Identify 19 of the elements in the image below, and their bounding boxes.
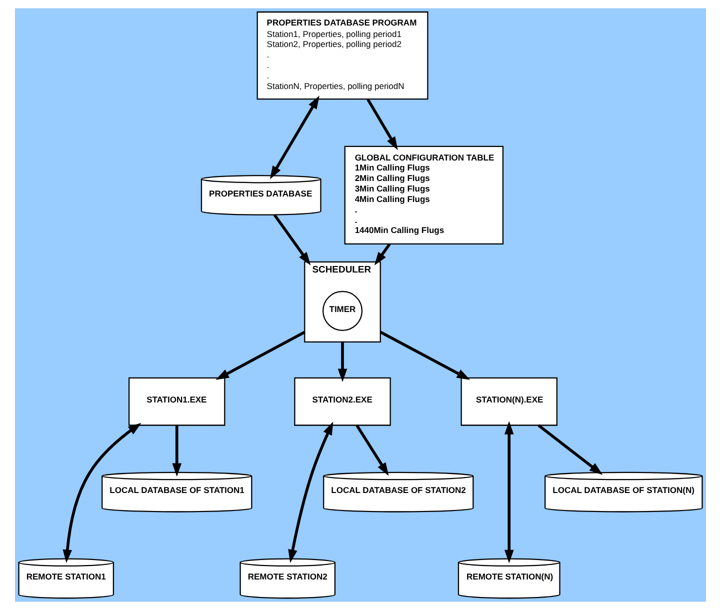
- arrow: [379, 330, 470, 380]
- arrow: [504, 421, 514, 564]
- arrow: [337, 342, 347, 382]
- arrow: [215, 330, 305, 380]
- arrow: [366, 98, 398, 150]
- arrow: [172, 425, 182, 477]
- arrow: [288, 422, 333, 563]
- node-box: PROPERTIES DATABASE PROGRAM Station1, Properties, polling period1 Station2, Properties, polling period2 . . . StationN, Properties, polling periodN: [256, 11, 428, 100]
- node-circle: TIMER: [322, 290, 362, 331]
- node-box: GLOBAL CONFIGURATION TABLE 1Min Calling Flugs 2Min Calling Flugs 3Min Calling Flugs 4Min Calling Flugs . . 1440Min Calling Flugs: [344, 146, 504, 244]
- arrow: [272, 214, 310, 266]
- arrow: [537, 424, 602, 475]
- node-box: STATION1.EXE: [128, 377, 225, 426]
- arrow: [62, 422, 141, 563]
- arrow: [269, 96, 319, 180]
- node-box: STATION2.EXE: [294, 377, 390, 426]
- node-box: STATION(N).EXE: [460, 377, 557, 426]
- arrow: [355, 424, 388, 476]
- arrow: [374, 243, 390, 266]
